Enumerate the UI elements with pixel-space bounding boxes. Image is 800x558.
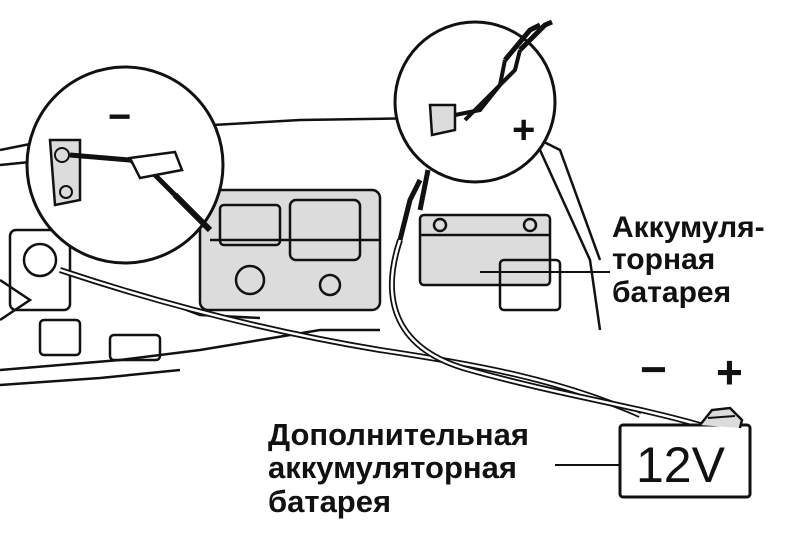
aux-battery-label-line-1: Дополнительная [268, 417, 529, 452]
inset-positive-sign: + [512, 108, 536, 152]
aux-battery-label-line-2: аккумуляторная [268, 450, 517, 486]
negative-clamp-inset [25, 65, 225, 265]
positive-clamp-inset [393, 19, 557, 211]
aux-negative-sign: − [640, 343, 667, 395]
main-battery-label-line-1: Аккумуля- [612, 211, 765, 244]
main-battery-label: Аккумуля- торная батарея [612, 211, 765, 309]
leader-lines [480, 271, 620, 466]
main-battery-label-line-2: торная [612, 243, 716, 277]
engine-bay [0, 116, 602, 387]
aux-battery [618, 406, 752, 499]
aux-battery-label-line-3: батарея [268, 483, 392, 519]
inset-negative-sign: − [108, 95, 132, 139]
aux-battery-label: Дополнительная аккумуляторная батарея [268, 417, 529, 519]
jumper-cables [59, 178, 701, 428]
main-battery-label-line-3: батарея [612, 275, 732, 309]
aux-battery-voltage: 12V [636, 437, 725, 493]
aux-positive-sign: + [716, 346, 743, 398]
